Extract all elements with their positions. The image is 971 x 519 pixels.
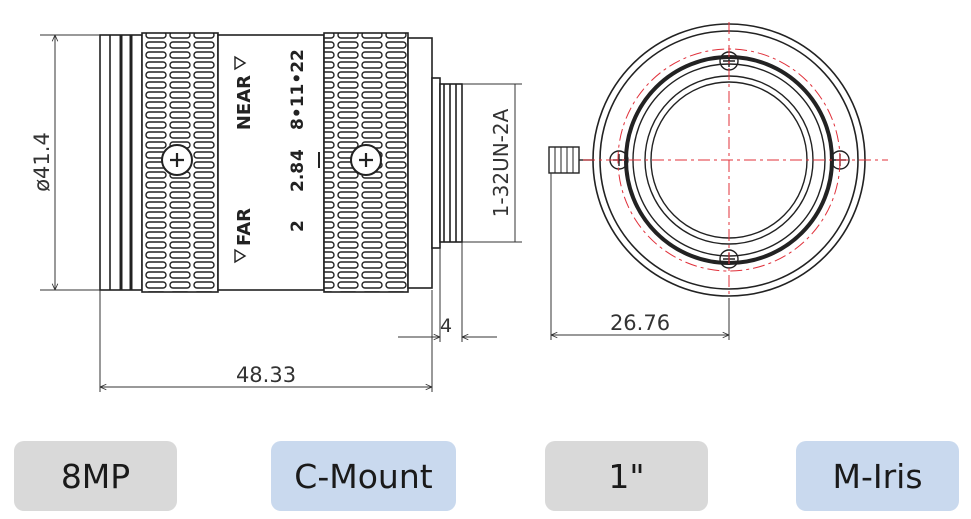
diameter-dimension: ø41.4	[30, 132, 54, 192]
lens-side-view	[99, 32, 463, 293]
f-scale-4: 4	[288, 149, 308, 161]
distance-labels: NEAR FAR 2 2.8 4 8•11•22	[234, 49, 308, 264]
flange-dimension: 4	[440, 315, 452, 337]
side-knob	[548, 146, 580, 174]
iris-badge: M-Iris	[796, 441, 959, 511]
thread-dimension: 1-32UN-2A	[489, 108, 513, 217]
center-lines	[583, 22, 888, 298]
lens-technical-drawing: NEAR FAR 2 2.8 4 8•11•22 ø41.4 48.33 4 1…	[30, 22, 888, 392]
length-dimension: 48.33	[236, 363, 296, 387]
far-label: FAR	[234, 208, 255, 246]
near-label: NEAR	[234, 75, 255, 130]
sensor-size-badge: 1"	[545, 441, 708, 511]
scale-ring	[217, 34, 325, 291]
rear-body	[407, 37, 433, 289]
f-scale-8-22: 8•11•22	[288, 49, 308, 130]
side-dimensions	[40, 35, 522, 392]
f-scale-2-8: 2.8	[288, 162, 308, 192]
far-arrow-icon	[234, 248, 247, 264]
mount-badge: C-Mount	[271, 441, 456, 511]
near-arrow-icon	[234, 55, 247, 71]
back-focus-dimension: 26.76	[610, 311, 670, 335]
resolution-badge: 8MP	[14, 441, 177, 511]
front-dimension-lines	[551, 173, 729, 340]
f-scale-2: 2	[288, 220, 308, 232]
